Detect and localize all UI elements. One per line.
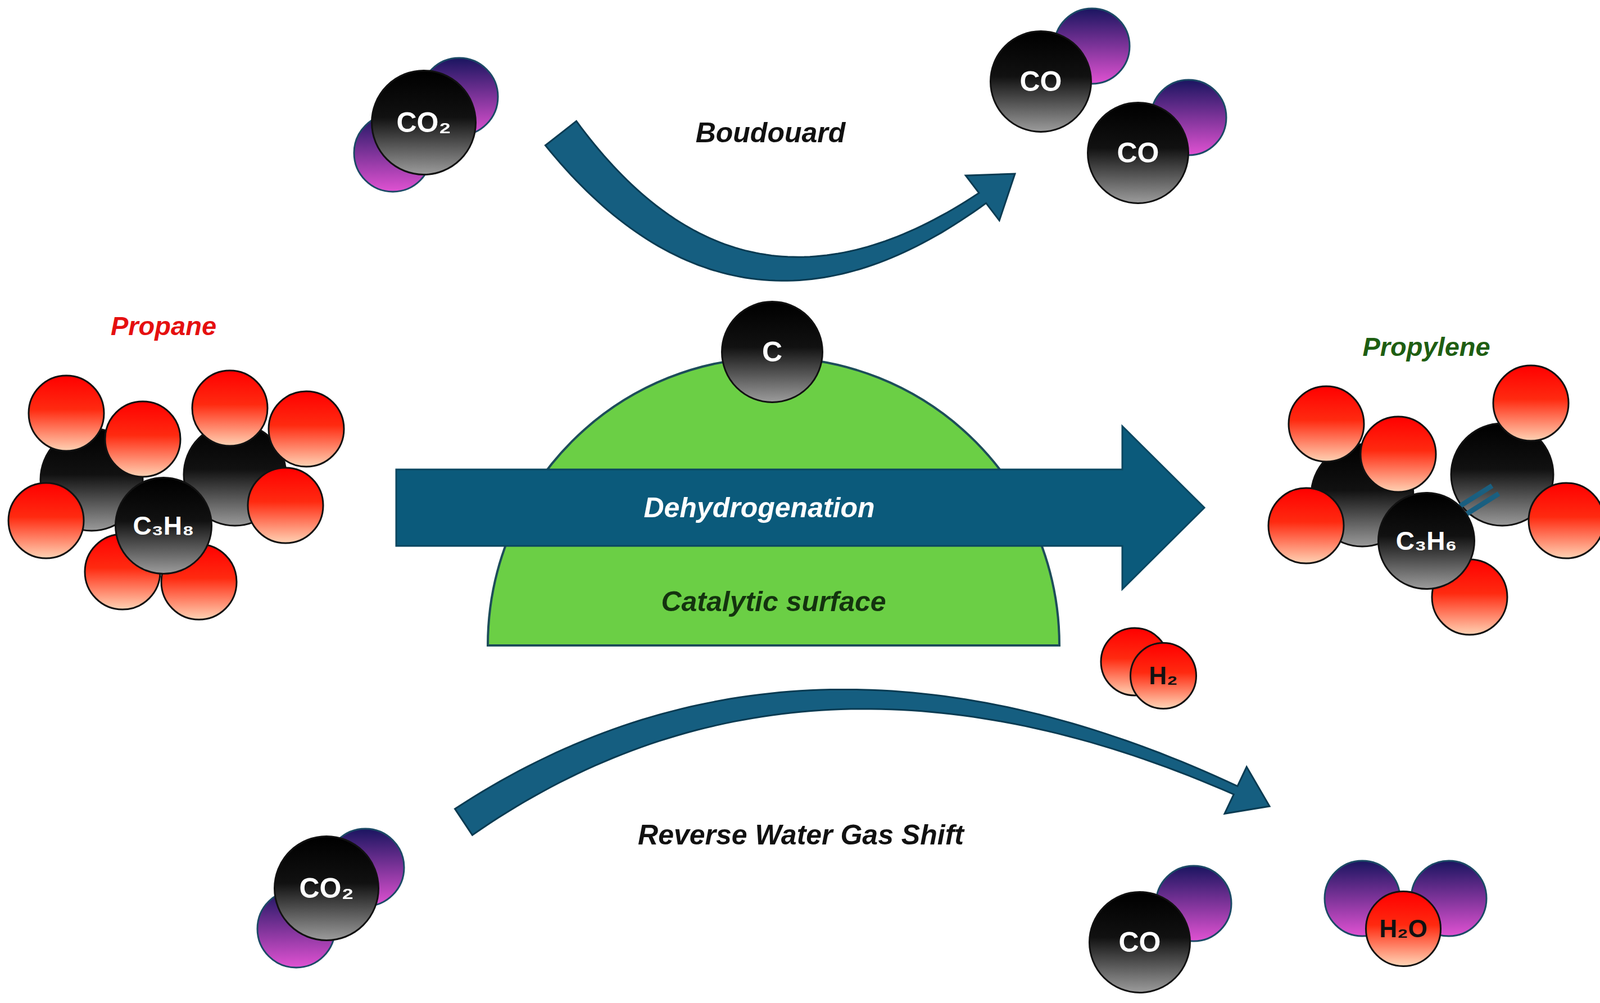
edge-label: Dehydrogenation bbox=[643, 492, 875, 524]
node-text: Catalytic surface bbox=[660, 586, 886, 618]
node-text: CO₂ bbox=[298, 872, 354, 904]
node-text: H₂O bbox=[1379, 914, 1428, 942]
node-text: CO bbox=[1117, 137, 1160, 169]
molecule-name: Propane bbox=[110, 311, 217, 341]
carbon-deposit: C bbox=[721, 300, 824, 403]
propane-molecule: PropaneC₃H₈ bbox=[114, 476, 213, 575]
node-text: CO₂ bbox=[396, 107, 451, 139]
formula-label: H₂ bbox=[1148, 662, 1178, 690]
formula-label: C bbox=[762, 336, 783, 368]
formula-label: CO bbox=[1020, 66, 1063, 98]
formula-label: H₂O bbox=[1379, 914, 1428, 942]
node-text: CO bbox=[1020, 66, 1063, 98]
formula-label: CO bbox=[1118, 926, 1162, 958]
node-text: CO bbox=[1118, 926, 1162, 958]
node-text: H₂ bbox=[1148, 662, 1178, 690]
node-text: C₃H₆ bbox=[1395, 526, 1458, 556]
oxygen-atoms bbox=[257, 8, 1487, 968]
molecule-name: Propylene bbox=[1362, 332, 1490, 362]
surface-label: Catalytic surface bbox=[660, 586, 886, 618]
formula-label: CO₂ bbox=[298, 872, 354, 904]
edge-label: Reverse Water Gas Shift bbox=[637, 819, 964, 851]
propylene-molecule: PropyleneC₃H₆ bbox=[1377, 491, 1476, 590]
node-text: C₃H₈ bbox=[132, 511, 194, 541]
co2-molecule: CO₂ bbox=[273, 835, 380, 941]
water-molecule: H₂O bbox=[1365, 890, 1442, 967]
co-molecule: CO bbox=[989, 30, 1092, 133]
hydrogen-molecule: H₂ bbox=[1129, 641, 1198, 710]
formula-label: C₃H₆ bbox=[1395, 526, 1458, 556]
formula-label: C₃H₈ bbox=[132, 511, 194, 541]
co-molecule: CO bbox=[1088, 890, 1191, 994]
reaction-arrow bbox=[396, 425, 1205, 589]
edge-label: Boudouard bbox=[695, 117, 846, 149]
reaction-arrow bbox=[455, 689, 1271, 835]
co-molecule: CO bbox=[1086, 101, 1190, 205]
formula-label: CO bbox=[1117, 137, 1160, 169]
formula-label: CO₂ bbox=[396, 107, 451, 139]
propylene-atoms bbox=[1268, 365, 1600, 635]
node-text: C bbox=[762, 336, 783, 368]
co2-molecule: CO₂ bbox=[370, 69, 477, 176]
propane-atoms bbox=[8, 370, 344, 620]
